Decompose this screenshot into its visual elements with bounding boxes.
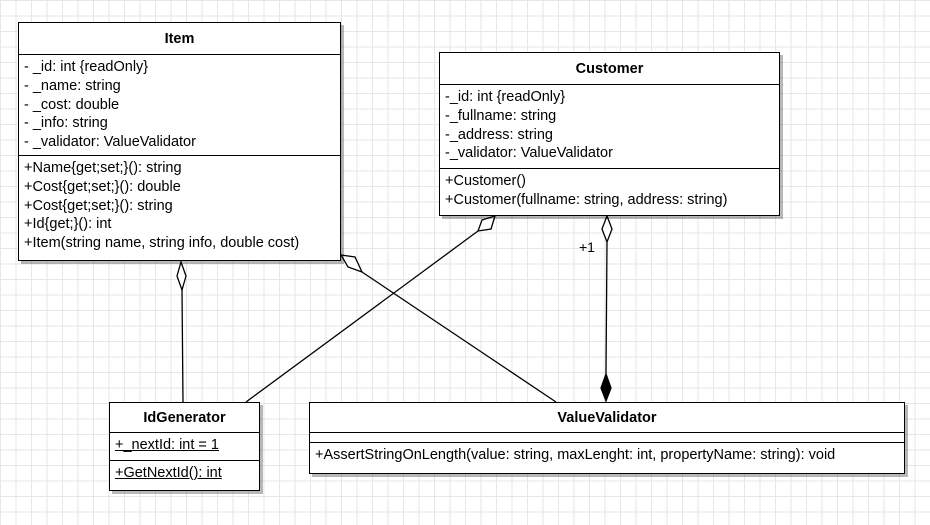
aggregation-diamond-icon [601,214,613,244]
aggregation-diamond-icon [477,215,496,232]
operation: +Id{get;}(): int [24,216,112,233]
attributes-compartment [310,433,904,443]
attributes-compartment: -_id: int {readOnly} -_fullname: string … [440,85,779,169]
class-name: Customer [440,53,779,85]
class-idgenerator[interactable]: IdGenerator +_nextId: int = 1 +GetNextId… [109,402,260,491]
operation: +Cost{get;set;}(): double [24,178,181,195]
attribute: - _validator: ValueValidator [24,134,196,151]
operations-compartment: +Customer() +Customer(fullname: string, … [440,169,779,213]
operation: +Name{get;set;}(): string [24,160,182,176]
class-item[interactable]: Item - _id: int {readOnly} - _name: stri… [18,22,341,261]
operations-compartment: +AssertStringOnLength(value: string, max… [310,443,904,468]
class-name: ValueValidator [310,403,904,433]
attribute: -_id: int {readOnly} [445,89,566,105]
attribute: - _info: string [24,115,108,132]
operation: +Customer() [445,173,526,189]
class-valuevalidator[interactable]: ValueValidator +AssertStringOnLength(val… [309,402,905,474]
attribute: -_validator: ValueValidator [445,145,613,162]
operation: +Cost{get;set;}(): string [24,197,173,214]
relation-item-valuevalidator[interactable] [361,271,557,403]
operation: +GetNextId(): int [115,465,222,481]
multiplicity-label: +1 [579,239,595,255]
attribute: - _id: int {readOnly} [24,59,149,75]
relation-customer-valuevalidator[interactable] [605,241,608,375]
attribute: +_nextId: int = 1 [115,437,219,453]
relation-item-idgenerator[interactable] [181,289,184,403]
operation: +AssertStringOnLength(value: string, max… [315,447,836,463]
attribute: -_fullname: string [445,107,557,124]
operation: +Item(string name, string info, double c… [24,235,300,252]
aggregation-diamond-icon [176,259,187,293]
attribute: - _cost: double [24,96,120,113]
attributes-compartment: - _id: int {readOnly} - _name: string - … [19,55,340,156]
operations-compartment: +GetNextId(): int [110,461,259,486]
class-name: IdGenerator [110,403,259,433]
operations-compartment: +Name{get;set;}(): string +Cost{get;set;… [19,156,340,256]
class-customer[interactable]: Customer -_id: int {readOnly} -_fullname… [439,52,780,216]
composition-diamond-icon [600,372,612,403]
attributes-compartment: +_nextId: int = 1 [110,433,259,461]
relation-customer-idgenerator[interactable] [245,230,479,403]
aggregation-diamond-icon [339,254,364,274]
attribute: - _name: string [24,77,121,94]
attribute: -_address: string [445,126,553,143]
class-name: Item [19,23,340,55]
operation: +Customer(fullname: string, address: str… [445,191,728,208]
